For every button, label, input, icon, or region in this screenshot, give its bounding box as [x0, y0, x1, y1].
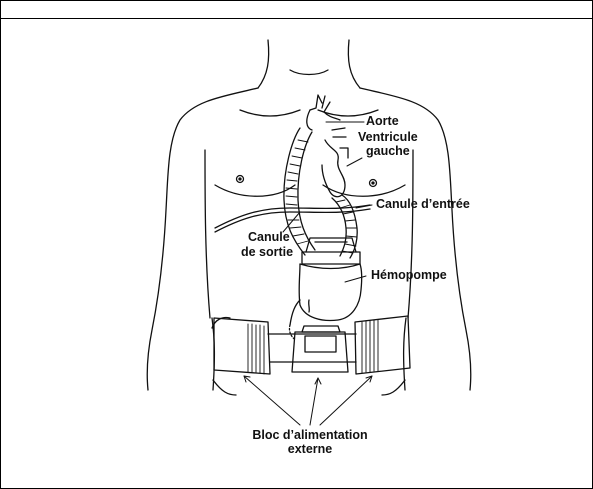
label-inflow-cannula: Canule d’entrée [376, 197, 470, 211]
label-outflow-cannula-line1: Canule [248, 230, 290, 244]
neck [258, 40, 360, 88]
label-outflow-cannula-line2: de sortie [241, 245, 293, 259]
label-pump: Hémopompe [371, 268, 447, 282]
label-power-pack-line2: externe [240, 442, 380, 456]
label-left-ventricle-line2: gauche [366, 144, 410, 158]
power-pack-belt [212, 316, 410, 374]
label-power-pack-line1: Bloc d’alimentation [240, 428, 380, 442]
heart [307, 95, 348, 197]
pump [289, 238, 361, 340]
leader-lines [244, 122, 372, 425]
label-left-ventricle-line1: Ventricule [358, 130, 418, 144]
inflow-cannula [332, 195, 357, 258]
nipples [237, 176, 377, 187]
label-aorta: Aorte [366, 114, 399, 128]
